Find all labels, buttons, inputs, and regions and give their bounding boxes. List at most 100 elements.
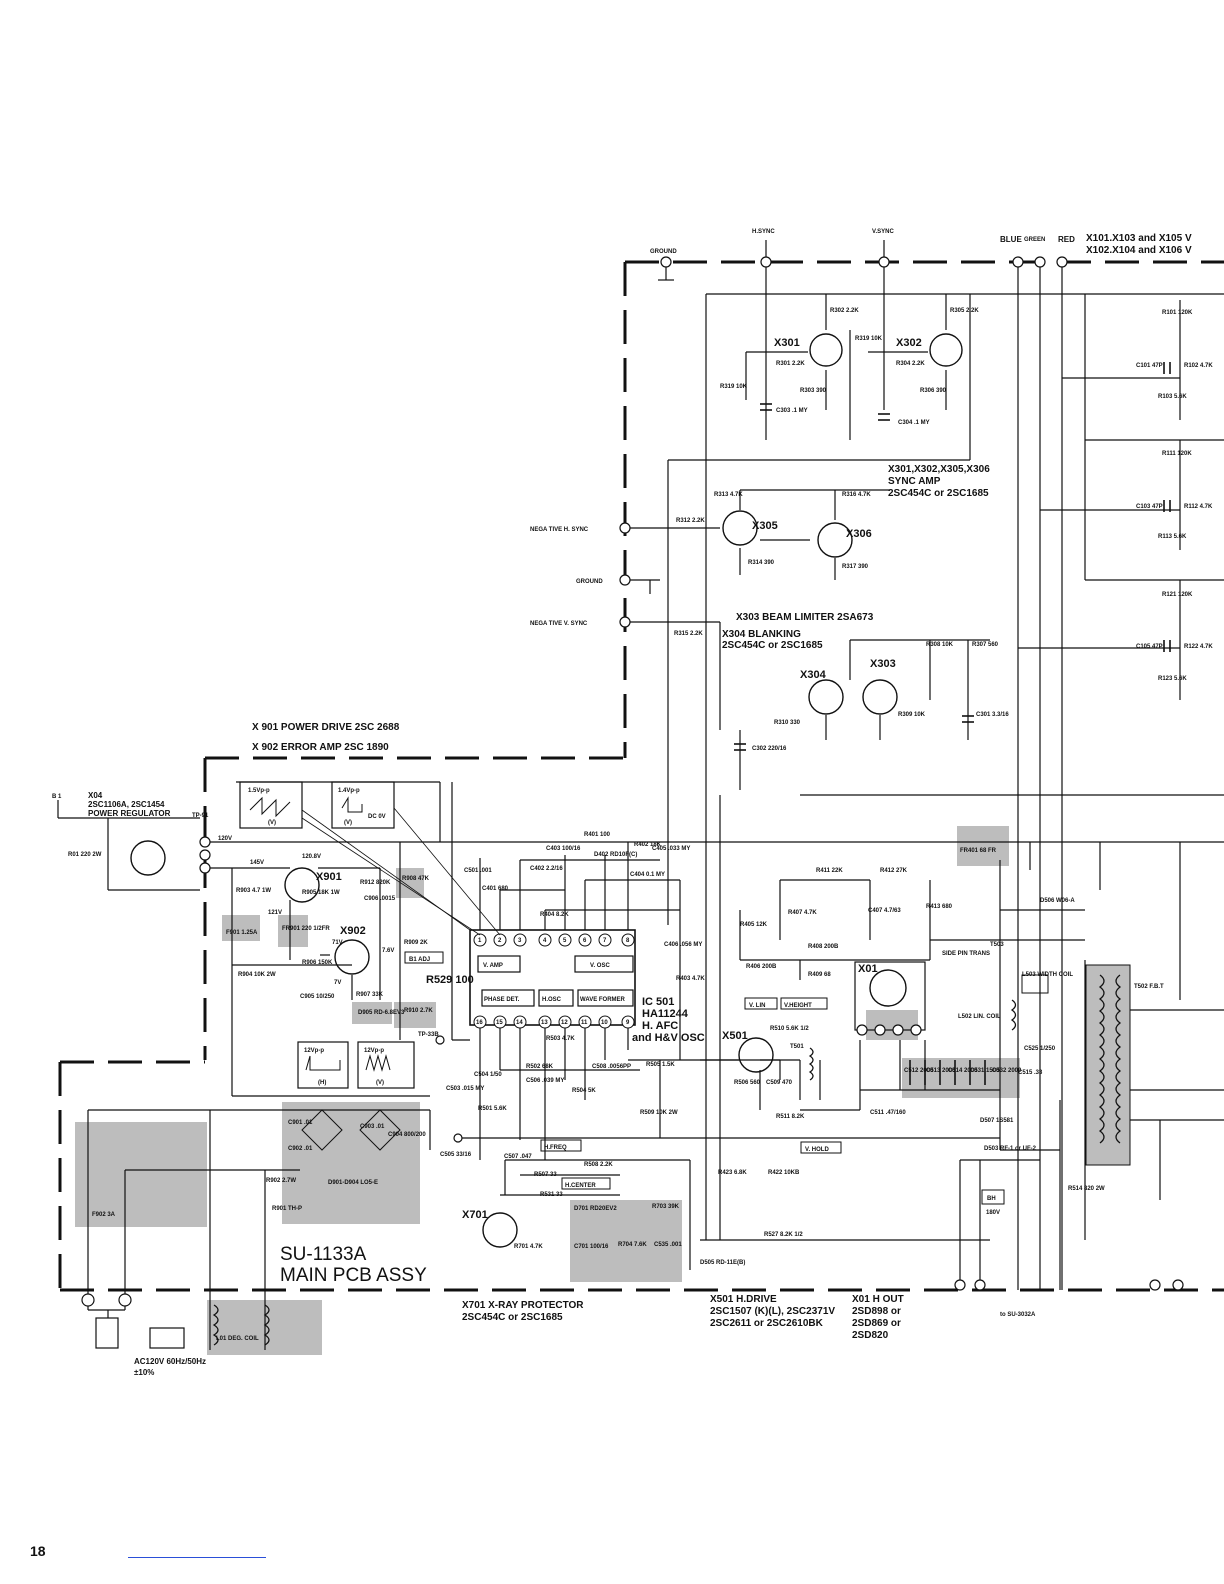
ground-top-label: GROUND [650, 249, 677, 255]
res-r301: R301 2.2K [776, 361, 805, 367]
res-r103: R103 5.6K [1158, 394, 1187, 400]
ic-pin-6: 6 [583, 938, 587, 944]
res-r317: R317 390 [842, 564, 869, 570]
res-r507: R507 33 [534, 1172, 557, 1178]
res-r312: R312 2.2K [676, 518, 705, 524]
footer-link-line[interactable] [128, 1557, 266, 1558]
voltage-71v: 71V [332, 940, 343, 946]
voltage-76v: 7.6V [382, 948, 394, 954]
label-x701: X701 [462, 1209, 488, 1221]
ic-func-2: and H&V OSC [632, 1032, 705, 1044]
fuse-r901: R901 TH-P [272, 1206, 302, 1212]
bh-label: BH [987, 1196, 996, 1202]
res-r123: R123 5.6K [1158, 676, 1187, 682]
neg-vsync-label: NEGA TIVE V. SYNC [530, 621, 588, 627]
ic-pin-circles [473, 933, 635, 1029]
voltage-120v: 120V [218, 836, 232, 842]
note-ac-2: ±10% [134, 1368, 154, 1377]
sync-note-1: X301,X302,X305,X306 [888, 464, 990, 475]
res-r704: R704 7.6K [618, 1242, 647, 1248]
ic-pin-9: 9 [626, 1020, 630, 1026]
cap-c525: C525 1/250 [1024, 1046, 1056, 1052]
res-r907: R907 33K [356, 992, 384, 998]
wave3-unit: (H) [318, 1080, 326, 1086]
res-r102: R102 4.7K [1184, 363, 1213, 369]
red-label: RED [1058, 235, 1075, 244]
hsync-label: H.SYNC [752, 229, 775, 235]
voltage-121v: 121V [268, 910, 282, 916]
coil-l502: L502 LIN. COIL [958, 1014, 1001, 1020]
wave3-amp: 12Vp-p [304, 1048, 324, 1054]
res-r412: R412 27K [880, 868, 908, 874]
coil-l01: L01 DEG. COIL [216, 1336, 259, 1342]
ic-pin-11: 11 [581, 1020, 588, 1026]
cap-c401: C401 680 [482, 886, 509, 892]
res-r514: R514 820 2W [1068, 1186, 1105, 1192]
res-r307: R307 560 [972, 642, 999, 648]
fuse-f901: F901 1.25A [226, 930, 258, 936]
cap-c501: C501 .001 [464, 868, 492, 874]
vsync-label: V.SYNC [872, 229, 894, 235]
cap-c103: C103 47P [1136, 504, 1163, 510]
res-r701: R701 4.7K [514, 1244, 543, 1250]
cap-c405: C405 .033 MY [652, 846, 690, 852]
cap-c406: C406 .056 MY [664, 942, 702, 948]
cap-c506: C506 .039 MY [526, 1078, 564, 1084]
ic-block-vamp: V. AMP [483, 963, 503, 969]
regulator-note-2: 2SC1106A, 2SC1454 [88, 800, 165, 809]
wave1-unit: (V) [268, 820, 276, 826]
res-r122: R122 4.7K [1184, 644, 1213, 650]
adj-b1: B1 ADJ [409, 957, 430, 963]
cap-c504: C504 1/50 [474, 1072, 502, 1078]
hout-wiring [700, 842, 1224, 1290]
res-r309: R309 10K [898, 712, 926, 718]
cap-c903: C903 .01 [360, 1124, 385, 1130]
note-x01-4: 2SD820 [852, 1330, 889, 1341]
diode-d905: D905 RD-6.8EV3 [358, 1010, 405, 1016]
res-r703: R703 39K [652, 1204, 680, 1210]
ic-pin-2: 2 [498, 938, 502, 944]
res-r909: R909 2K [404, 940, 428, 946]
cap-c531: C531 1500 [970, 1068, 1000, 1074]
res-r904: R904 10K 2W [238, 972, 276, 978]
label-x901: X901 [316, 871, 342, 883]
res-r912: R912 820K [360, 880, 391, 886]
ic-pin-4: 4 [543, 938, 547, 944]
res-r403: R403 4.7K [676, 976, 705, 982]
res-r411: R411 22K [816, 868, 843, 874]
waveform-boxes [239, 781, 501, 1089]
tp91-label: TP-91 [192, 813, 209, 819]
note-to-su: to SU-3032A [1000, 1312, 1036, 1318]
assembly-title-1: SU-1133A [280, 1244, 367, 1265]
ic-pin-15: 15 [496, 1020, 503, 1026]
board-outline [58, 260, 1224, 1292]
voltage-145v: 145V [250, 860, 264, 866]
res-r508: R508 2.2K [584, 1162, 613, 1168]
connector-terminals [81, 256, 1184, 1307]
note-x501-3: 2SC2611 or 2SC2610BK [710, 1318, 824, 1329]
res-r302: R302 2.2K [830, 308, 859, 314]
res-r111: R111 120K [1162, 451, 1192, 457]
label-x303: X303 [870, 658, 896, 670]
ic-name: IC 501 [642, 996, 674, 1008]
note-x501-1: X501 H.DRIVE [710, 1294, 777, 1305]
cap-c407: C407 4.7/63 [868, 908, 901, 914]
res-r303: R303 390 [800, 388, 827, 394]
coil-fr901: FR901 220 1/2FR [282, 926, 330, 932]
label-x304: X304 [800, 669, 827, 681]
res-r304: R304 2.2K [896, 361, 925, 367]
adj-hfreq: H.FREQ [544, 1145, 567, 1151]
res-r510: R510 5.6K 1/2 [770, 1026, 809, 1032]
ic-pin-1: 1 [478, 938, 482, 944]
res-r504: R504 5K [572, 1088, 596, 1094]
cap-c905: C905 10/250 [300, 994, 335, 1000]
cap-c532: C532 2000 [992, 1068, 1022, 1074]
label-x501: X501 [722, 1030, 748, 1042]
adj-sidepin: SIDE PIN TRANS [942, 951, 990, 957]
diode-d503: D503 RF-1 or UF-2 [984, 1146, 1037, 1152]
diode-d507: D507 1S581 [980, 1118, 1014, 1124]
capacitor-symbols [734, 362, 1171, 1085]
ic-wiring [469, 795, 931, 1270]
note-x01-1: X01 H OUT [852, 1294, 904, 1305]
